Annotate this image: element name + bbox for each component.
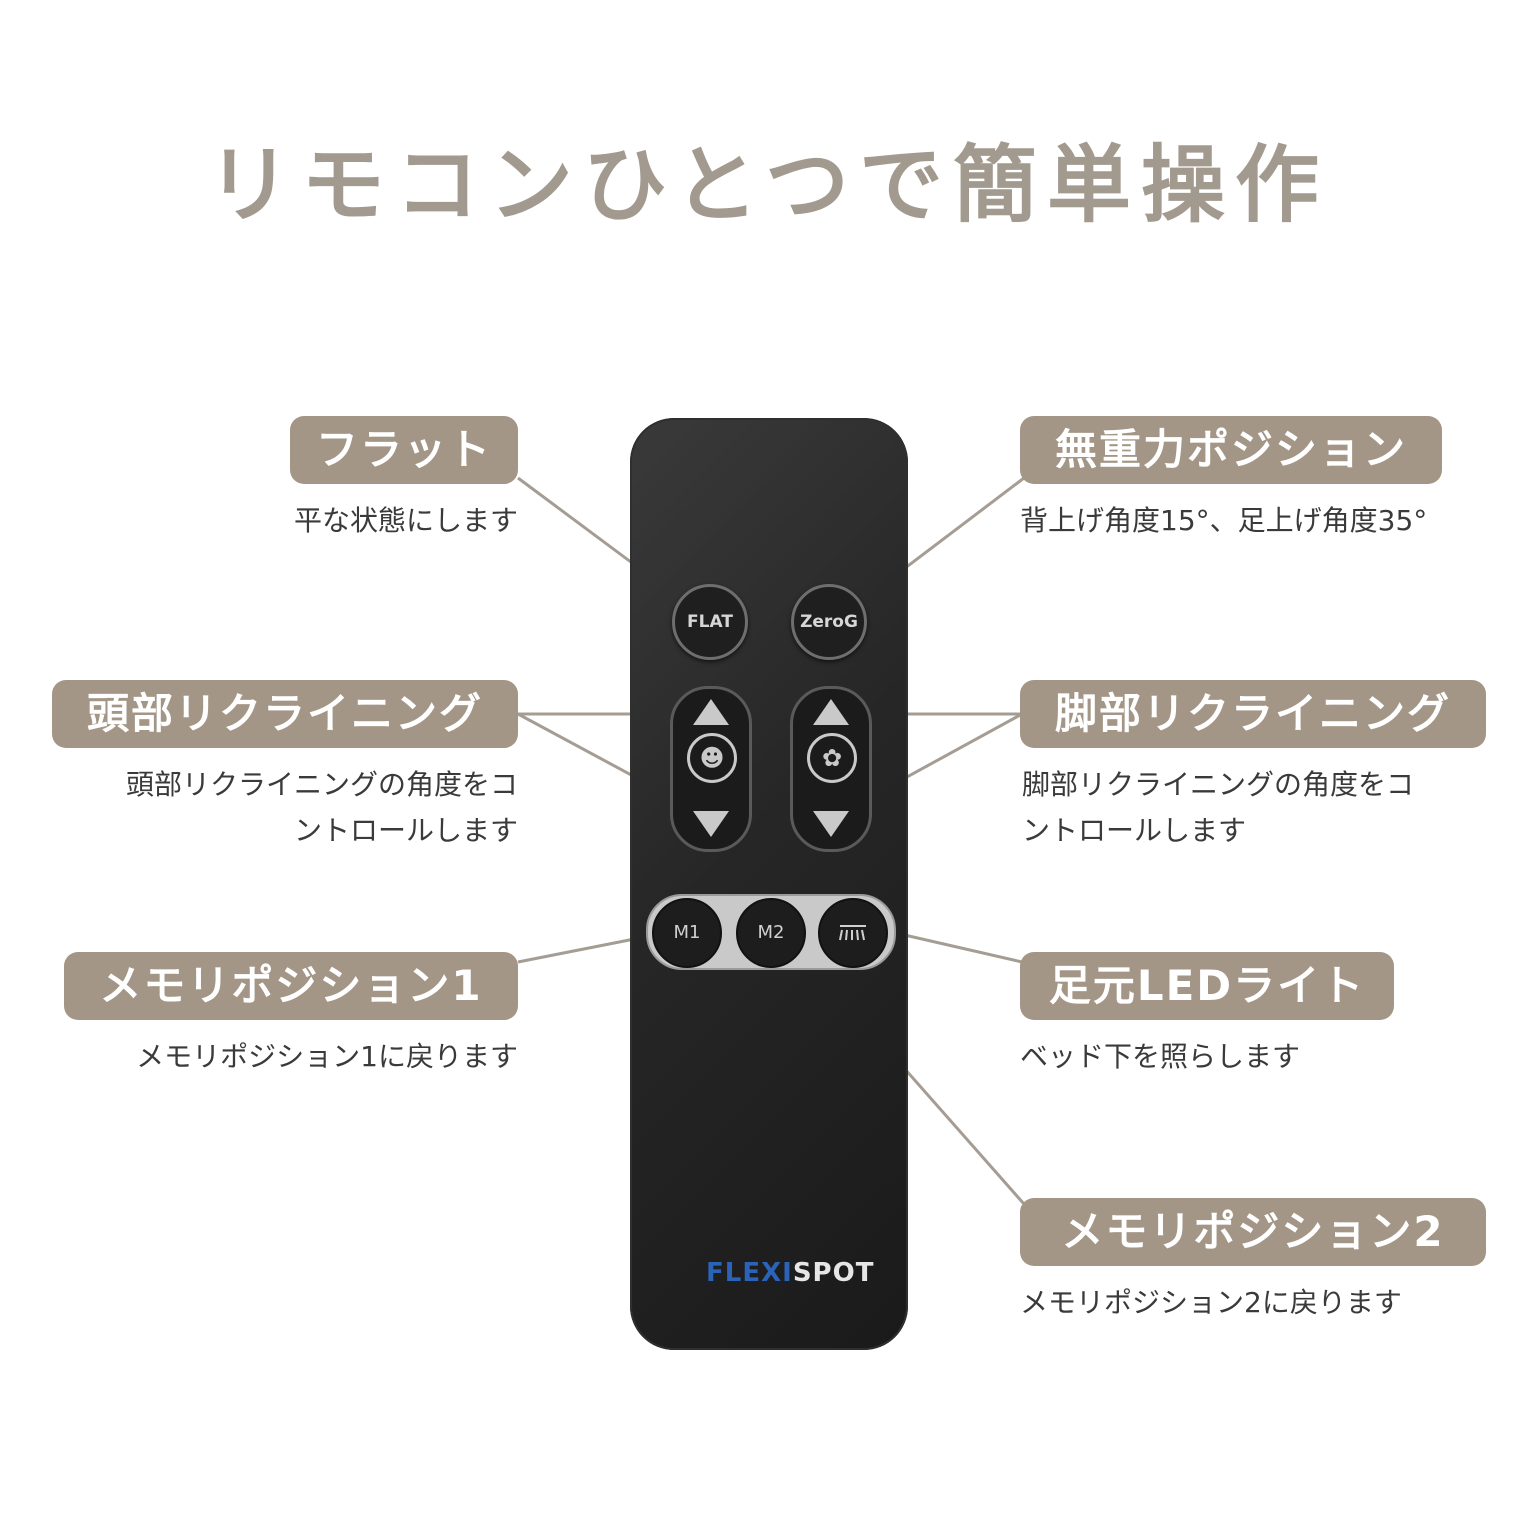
zero-g-desc: 背上げ角度15°、足上げ角度35° [1020,504,1428,537]
head-icon: ☻ [687,733,737,783]
led-tag: 足元LEDライト [1020,952,1394,1020]
remote-control [630,418,908,1350]
memory2-tag: メモリポジション2 [1020,1198,1486,1266]
leg-down-arrow-icon[interactable] [813,811,849,837]
leg-recline-rocker[interactable]: ✿ [790,686,872,852]
head-recline-tag: 頭部リクライニング [52,680,518,748]
page-title: リモコンひとつで簡単操作 [206,136,1330,234]
head-down-arrow-icon[interactable] [693,811,729,837]
led-desc: ベッド下を照らします [1020,1040,1301,1073]
leg-recline-desc-line1: 脚部リクライニングの角度をコ [1022,768,1415,801]
memory1-button[interactable]: M1 [652,898,722,968]
head-recline-desc-line1: 頭部リクライニングの角度をコ [125,768,518,801]
logo-part2: SPOT [792,1258,875,1288]
leg-up-arrow-icon[interactable] [813,699,849,725]
memory1-tag: メモリポジション1 [64,952,518,1020]
led-light-icon [839,925,866,941]
zero-g-tag: 無重力ポジション [1020,416,1442,484]
zero-g-button[interactable]: ZeroG [791,584,867,660]
memory2-button[interactable]: M2 [736,898,806,968]
leg-recline-desc-line2: ントロールします [1022,814,1247,847]
flat-desc: 平な状態にします [293,504,518,537]
flexispot-logo: FLEXISPOT [706,1258,874,1288]
head-up-arrow-icon[interactable] [693,699,729,725]
logo-part1: FLEXI [706,1258,793,1288]
memory1-desc: メモリポジション1に戻ります [136,1040,518,1073]
head-recline-desc-line2: ントロールします [293,814,518,847]
head-recline-rocker[interactable]: ☻ [670,686,752,852]
flat-button[interactable]: FLAT [672,584,748,660]
leg-icon: ✿ [807,733,857,783]
flat-tag: フラット [290,416,518,484]
memory2-desc: メモリポジション2に戻ります [1020,1286,1402,1319]
leg-recline-tag: 脚部リクライニング [1020,680,1486,748]
led-light-button[interactable] [818,898,888,968]
